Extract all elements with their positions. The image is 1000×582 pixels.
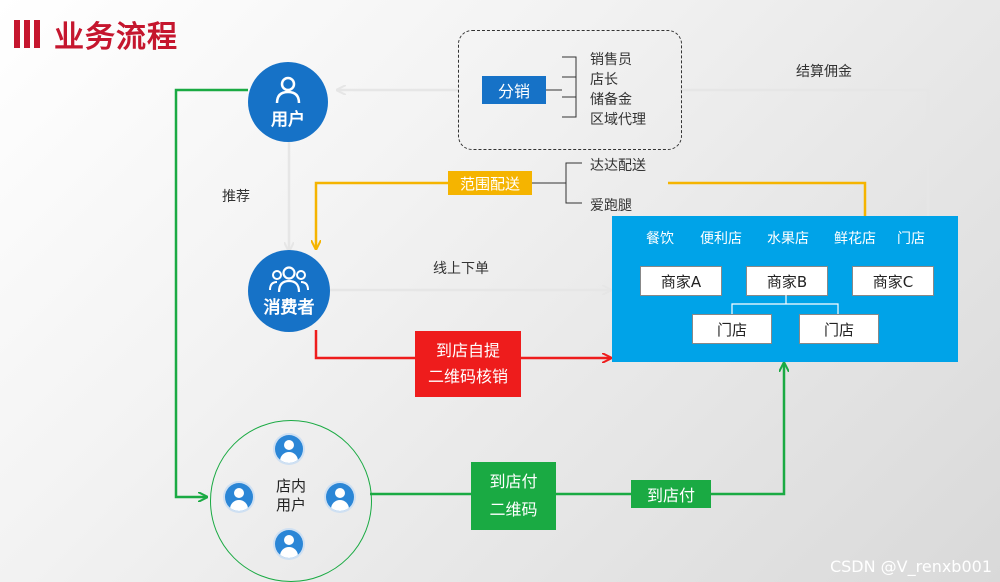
delivery-tag: 范围配送 <box>448 171 532 195</box>
page-title-area: 业务流程 <box>14 14 178 55</box>
delivery-item: 爱跑腿 <box>590 198 632 214</box>
user-node: 用户 <box>248 62 328 142</box>
merchant-box: 商家B <box>746 266 828 296</box>
merchant-store-links <box>731 294 839 314</box>
delivery-item: 达达配送 <box>590 158 646 174</box>
merchant-box: 商家A <box>640 266 722 296</box>
user-label: 用户 <box>271 109 305 130</box>
delivery-arrow <box>316 181 867 248</box>
merchant-platform: 餐饮 便利店 水果店 鲜花店 门店 商家A 商家B 商家C 门店 门店 <box>612 216 958 362</box>
distribution-item: 销售员 <box>590 52 632 68</box>
recommend-label: 推荐 <box>222 189 250 205</box>
pay-line2: 二维码 <box>489 500 538 519</box>
pickup-line2: 二维码核销 <box>427 367 508 386</box>
user-icon <box>223 481 255 513</box>
user-icon <box>273 528 305 560</box>
category-label: 鲜花店 <box>834 231 876 247</box>
store-box: 门店 <box>799 314 879 344</box>
category-label: 餐饮 <box>646 231 674 247</box>
delivery-bracket <box>532 162 582 204</box>
commission-line <box>680 88 930 216</box>
user-icon <box>324 481 356 513</box>
category-label: 水果店 <box>767 231 809 247</box>
user-icon <box>273 433 305 465</box>
commission-label: 结算佣金 <box>796 64 852 80</box>
pay-line1: 到店付 <box>489 472 538 491</box>
pickup-line1: 到店自提 <box>435 341 500 360</box>
distribution-item: 店长 <box>590 72 618 88</box>
pickup-box: 到店自提 二维码核销 <box>415 331 521 397</box>
consumer-node: 消费者 <box>248 250 330 332</box>
person-icon <box>275 76 301 103</box>
category-label: 便利店 <box>700 231 742 247</box>
user-to-instore-arrow <box>174 88 248 497</box>
pay-tag: 到店付 <box>631 480 711 508</box>
distribution-tag: 分销 <box>482 76 546 104</box>
distribution-item: 储备金 <box>590 92 632 108</box>
page-title: 业务流程 <box>54 20 178 55</box>
distribution-bracket <box>546 56 577 118</box>
in-store-label: 店内 用户 <box>275 477 306 514</box>
consumer-label: 消费者 <box>263 297 315 318</box>
in-store-group: 店内 用户 <box>210 420 372 582</box>
distribution-item: 区域代理 <box>590 112 646 128</box>
store-box: 门店 <box>692 314 772 344</box>
merchant-box: 商家C <box>852 266 934 296</box>
distribution-group <box>458 30 682 150</box>
group-icon <box>269 265 309 292</box>
online-order-label: 线上下单 <box>433 261 489 277</box>
category-label: 门店 <box>897 231 925 247</box>
watermark: CSDN @V_renxb001 <box>829 557 992 576</box>
pay-qr-box: 到店付 二维码 <box>471 462 556 530</box>
title-bars-icon <box>14 20 40 48</box>
